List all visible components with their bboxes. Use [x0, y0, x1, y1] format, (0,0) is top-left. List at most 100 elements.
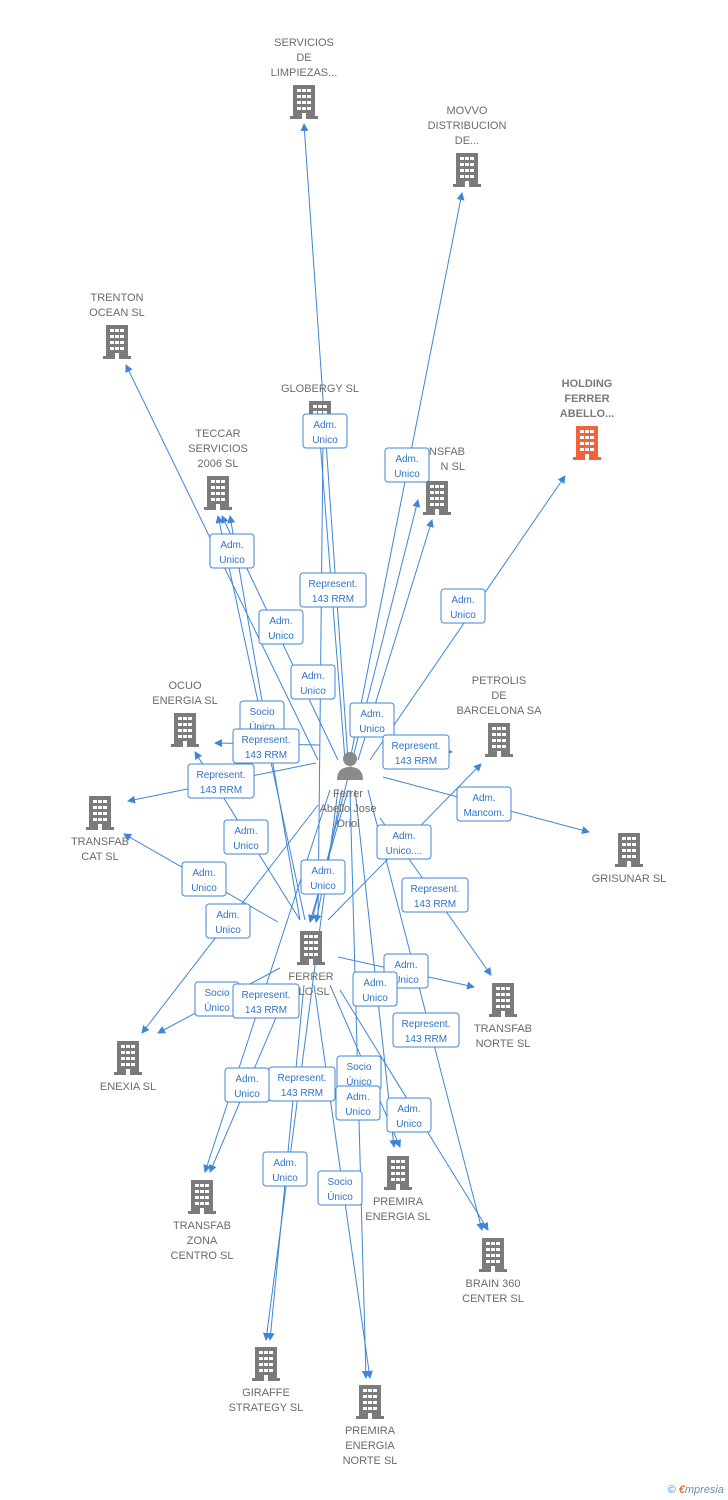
relation-label[interactable]: Represent.143 RRM: [187, 763, 255, 799]
company-node-grisunar[interactable]: GRISUNAR SL: [592, 833, 667, 885]
relation-label[interactable]: Adm.Unico: [181, 861, 227, 897]
relation-label[interactable]: Represent.143 RRM: [382, 734, 450, 770]
building-icon: [356, 1385, 384, 1419]
relation-text: Unico: [312, 435, 338, 446]
relation-label[interactable]: Adm.Unico: [349, 702, 395, 738]
relation-box: [223, 819, 269, 855]
company-label: TECCAR: [195, 428, 240, 440]
relation-text: Adm.: [472, 793, 495, 804]
relation-label[interactable]: Adm.Unico: [352, 971, 398, 1007]
relation-label[interactable]: Adm.Unico: [300, 859, 346, 895]
company-label: MOVVO: [447, 105, 488, 117]
relation-text: Socio: [204, 988, 229, 999]
building-icon: [384, 1156, 412, 1190]
company-label: ENERGIA: [345, 1440, 395, 1452]
relation-label[interactable]: Adm. Unico....: [376, 824, 432, 860]
relation-box: [335, 1085, 381, 1121]
relation-box: [232, 983, 300, 1019]
relation-text: Unico: [394, 469, 420, 480]
company-label: PREMIRA: [373, 1196, 424, 1208]
relation-label[interactable]: Adm.Unico: [302, 413, 348, 449]
relation-label[interactable]: Adm. Mancom.: [456, 786, 512, 822]
relation-label[interactable]: Represent.143 RRM: [232, 728, 300, 764]
relation-label[interactable]: Adm.Unico: [262, 1151, 308, 1187]
relation-label[interactable]: Represent.143 RRM: [268, 1066, 336, 1102]
edge: [367, 789, 485, 1231]
relation-text: Unico: [345, 1107, 371, 1118]
company-label: ABELLO...: [560, 408, 614, 420]
relation-text: Adm.: [395, 454, 418, 465]
brand-name: mpresia: [684, 1484, 724, 1496]
relation-label[interactable]: Adm.Unico: [209, 533, 255, 569]
building-icon: [485, 723, 513, 757]
relation-text: Represent.: [278, 1073, 327, 1084]
company-label: ENEXIA SL: [100, 1081, 156, 1093]
company-node-movvo[interactable]: MOVVODISTRIBUCIONDE...: [428, 105, 507, 187]
relation-text: Represent.: [309, 579, 358, 590]
relation-box: [352, 971, 398, 1007]
relation-box: [440, 588, 486, 624]
relation-label[interactable]: Represent. 143 RRM: [299, 572, 367, 608]
company-label: TRENTON: [91, 292, 144, 304]
edge: [354, 789, 398, 1148]
relation-text: Unico....: [386, 846, 423, 857]
relation-label[interactable]: Adm.Unico: [386, 1097, 432, 1133]
building-icon: [188, 1180, 216, 1214]
relation-label[interactable]: Represent.143 RRM: [401, 877, 469, 913]
company-node-enexia[interactable]: ENEXIA SL: [100, 1041, 156, 1093]
company-label: LIMPIEZAS...: [271, 67, 338, 79]
company-node-premira[interactable]: PREMIRA ENERGIA SL: [365, 1156, 431, 1223]
company-label: ZONA: [187, 1235, 218, 1247]
relation-box: [386, 1097, 432, 1133]
relation-label[interactable]: Adm.Unico: [440, 588, 486, 624]
company-node-servicios[interactable]: SERVICIOSDELIMPIEZAS...: [271, 37, 338, 119]
relation-box: [181, 861, 227, 897]
relation-text: 143 RRM: [312, 594, 354, 605]
relation-text: Unico: [215, 925, 241, 936]
relation-label[interactable]: Adm.Unico: [258, 609, 304, 645]
relation-text: Unico: [272, 1173, 298, 1184]
relation-label[interactable]: Adm.Unico: [223, 819, 269, 855]
building-icon: [290, 85, 318, 119]
relation-box: [456, 786, 512, 822]
relation-label[interactable]: Adm.Unico: [335, 1085, 381, 1121]
relation-text: Adm.: [392, 831, 415, 842]
relation-label[interactable]: Represent.143 RRM: [392, 1012, 460, 1048]
company-node-globergy[interactable]: GLOBERGY SL: [281, 383, 359, 435]
relation-box: [401, 877, 469, 913]
company-label: ENERGIA SL: [365, 1211, 430, 1223]
company-label: OCUO: [169, 680, 202, 692]
relation-text: Mancom.: [463, 808, 504, 819]
relation-label[interactable]: Adm. Unico: [384, 447, 430, 483]
relation-label[interactable]: Adm.Unico: [290, 664, 336, 700]
relation-label[interactable]: Represent.143 RRM: [232, 983, 300, 1019]
company-label: 2006 SL: [198, 458, 239, 470]
company-node-holding[interactable]: HOLDINGFERRERABELLO...: [560, 378, 614, 460]
company-label: GIRAFFE: [242, 1387, 290, 1399]
relation-text: 143 RRM: [200, 785, 242, 796]
relation-box: [258, 609, 304, 645]
relation-text: Unico: [362, 993, 388, 1004]
company-label: DE: [296, 52, 311, 64]
person-name-line: Oriol: [336, 818, 359, 830]
relation-text: Adm.: [235, 1074, 258, 1085]
relation-label[interactable]: Adm.Unico: [224, 1067, 270, 1103]
relation-label[interactable]: Adm.Unico: [205, 903, 251, 939]
